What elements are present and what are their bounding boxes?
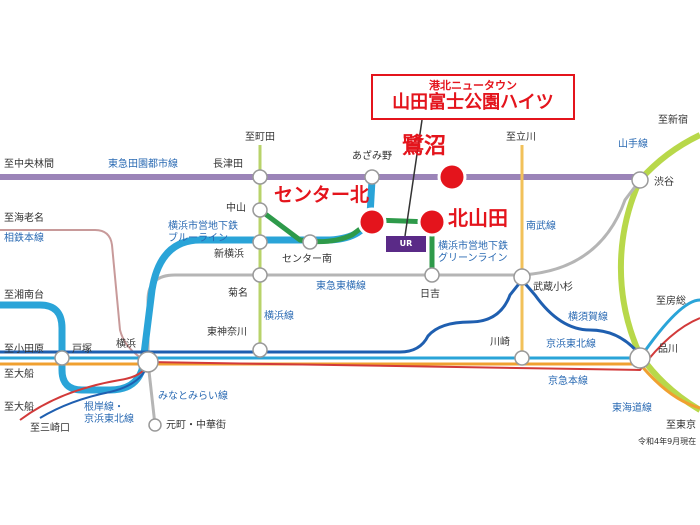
dir-misakiguchi: 至三崎口 bbox=[30, 423, 70, 434]
highlight-markers bbox=[357, 162, 467, 237]
line-tokaido: 東海道線 bbox=[612, 403, 652, 414]
station-markers bbox=[54, 169, 651, 432]
dir-ebina: 至海老名 bbox=[4, 213, 44, 224]
callout-pointer bbox=[404, 119, 423, 237]
label-higashi-kanagawa: 東神奈川 bbox=[207, 327, 247, 338]
date-note: 令和4年9月現在 bbox=[638, 437, 697, 446]
property-callout: 港北ニュータウン 山田富士公園ハイツ bbox=[371, 74, 575, 120]
highlight-station-marker bbox=[417, 207, 447, 237]
station-marker bbox=[424, 267, 440, 283]
label-musashi-kosugi: 武蔵小杉 bbox=[533, 282, 573, 293]
station-marker bbox=[252, 169, 268, 185]
dir-ofuna2: 至大船 bbox=[4, 402, 34, 413]
station-marker bbox=[54, 350, 70, 366]
station-marker bbox=[252, 234, 268, 250]
dir-tokyo: 至東京 bbox=[666, 420, 696, 431]
dir-tachikawa: 至立川 bbox=[506, 132, 536, 143]
line-denentoshi: 東急田園都市線 bbox=[108, 159, 178, 170]
label-kitayamata: 北山田 bbox=[448, 206, 508, 230]
label-nakayama: 中山 bbox=[226, 203, 246, 214]
station-marker bbox=[252, 202, 268, 218]
line-yokohama: 横浜線 bbox=[264, 311, 294, 322]
station-marker bbox=[252, 267, 268, 283]
line-minatomirai: みなとみらい線 bbox=[158, 391, 228, 402]
line-negishi: 根岸線・ 京浜東北線 bbox=[84, 402, 134, 425]
label-center-minami: センター南 bbox=[282, 254, 332, 265]
label-shibuya: 渋谷 bbox=[654, 177, 674, 188]
ur-logo: UR bbox=[386, 236, 426, 252]
station-marker bbox=[137, 351, 159, 373]
label-azamino: あざみ野 bbox=[352, 151, 392, 162]
dir-shonandai: 至湘南台 bbox=[4, 290, 44, 301]
line-yamanote: 山手線 bbox=[618, 139, 648, 150]
label-totsuka: 戸塚 bbox=[72, 344, 92, 355]
negishi-line bbox=[39, 364, 149, 419]
station-marker bbox=[513, 268, 531, 286]
line-toyoko: 東急東横線 bbox=[316, 281, 366, 292]
dir-boso: 至房総 bbox=[656, 296, 686, 307]
line-yokosuka: 横須賀線 bbox=[568, 312, 608, 323]
line-sotetsu: 相鉄本線 bbox=[4, 233, 44, 244]
station-marker bbox=[252, 342, 268, 358]
label-kikuna: 菊名 bbox=[228, 288, 248, 299]
label-sagisawa: 鷺沼 bbox=[402, 134, 447, 159]
station-marker bbox=[148, 418, 162, 432]
line-subway-blue: 横浜市営地下鉄 ブルーライン bbox=[168, 221, 238, 244]
dir-shinjuku: 至新宿 bbox=[658, 115, 688, 126]
keikyu-line bbox=[19, 317, 700, 421]
yokosuka-line bbox=[0, 277, 642, 356]
dir-odawara: 至小田原 bbox=[4, 344, 44, 355]
label-shinagawa: 品川 bbox=[658, 344, 678, 355]
yamanote-line bbox=[617, 132, 700, 413]
label-yokohama: 横浜 bbox=[116, 339, 136, 350]
callout-line1: 港北ニュータウン bbox=[429, 79, 517, 92]
line-keikyu: 京急本線 bbox=[548, 376, 588, 387]
station-marker bbox=[514, 350, 530, 366]
dir-ofuna1: 至大船 bbox=[4, 369, 34, 380]
label-nagatsuta: 長津田 bbox=[213, 159, 243, 170]
station-marker bbox=[631, 171, 649, 189]
highlight-station-marker bbox=[357, 207, 387, 237]
label-motomachi: 元町・中華街 bbox=[166, 420, 226, 431]
station-marker bbox=[364, 169, 380, 185]
line-keihin-tohoku: 京浜東北線 bbox=[546, 339, 596, 350]
label-kawasaki: 川崎 bbox=[490, 337, 510, 348]
label-shin-yokohama: 新横浜 bbox=[214, 249, 244, 260]
dir-chuo-rinkan: 至中央林間 bbox=[4, 159, 54, 170]
station-marker bbox=[302, 234, 318, 250]
station-marker bbox=[629, 347, 651, 369]
dir-machida: 至町田 bbox=[245, 132, 275, 143]
line-nambu: 南武線 bbox=[526, 221, 556, 232]
label-center-kita: センター北 bbox=[274, 184, 370, 206]
line-subway-green: 横浜市営地下鉄 グリーンライン bbox=[438, 241, 508, 264]
label-hiyoshi: 日吉 bbox=[420, 289, 440, 300]
highlight-station-marker bbox=[437, 162, 467, 192]
callout-line2: 山田富士公園ハイツ bbox=[392, 92, 554, 113]
